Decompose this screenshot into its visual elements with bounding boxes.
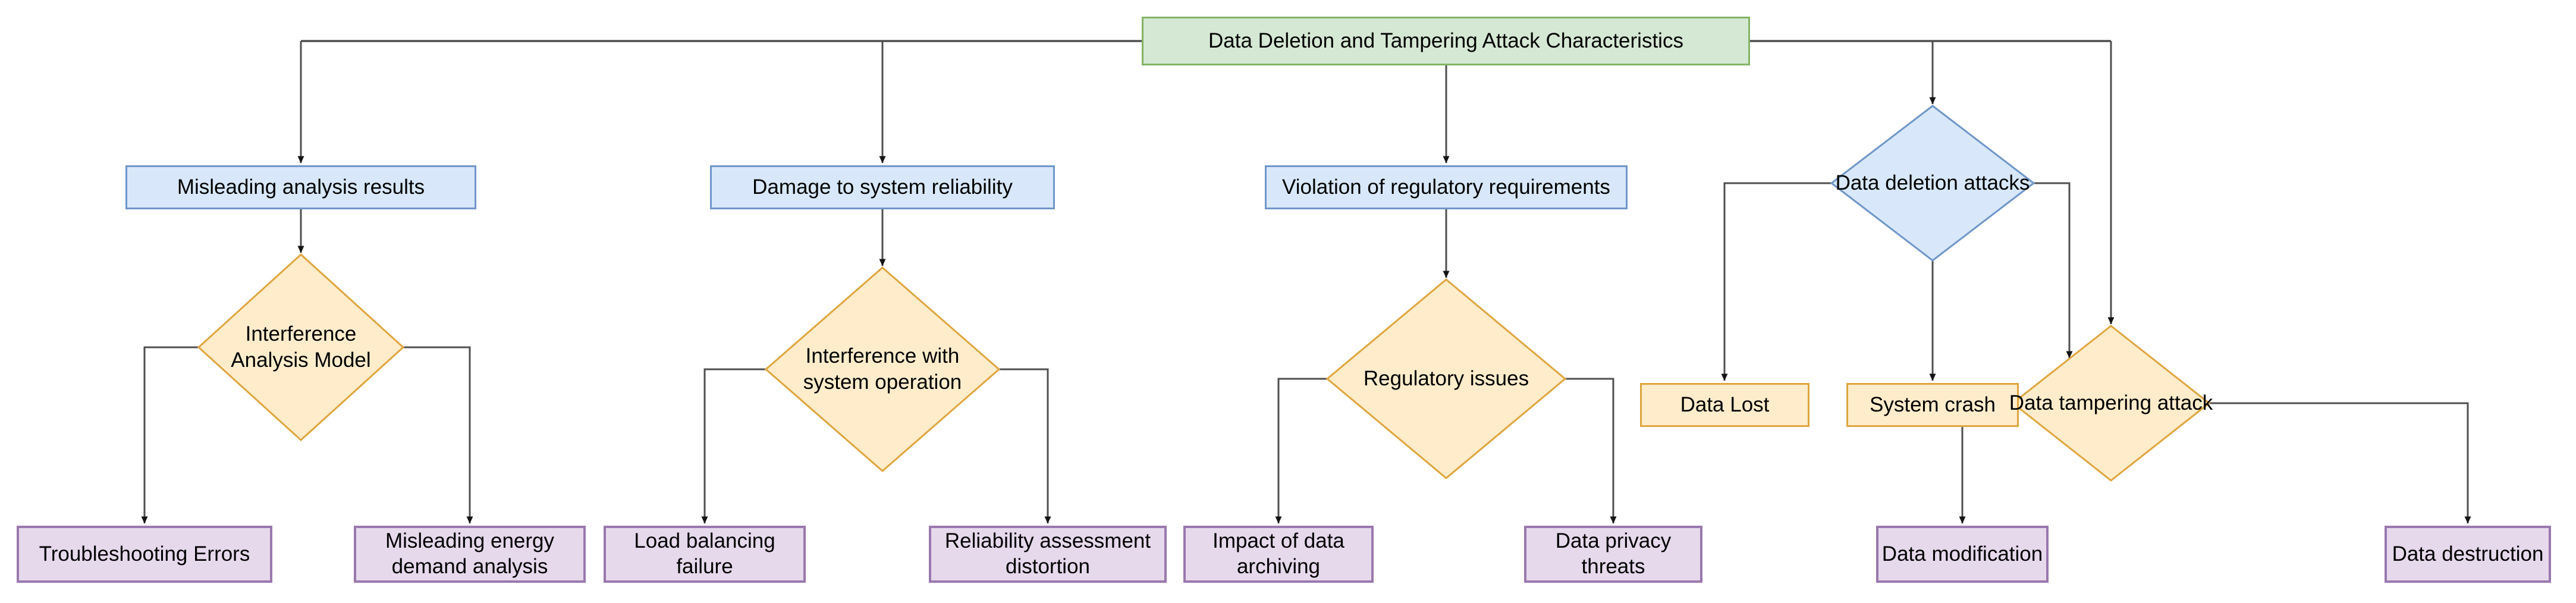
node-data-lost: Data Lost [1640,383,1810,427]
node-violation-of-regulatory-requirements: Violation of regulatory requirements [1265,165,1628,209]
label-interference-analysis-model: Interference Analysis Model [231,322,371,372]
label-data-tampering-attack: Data tampering attack [2009,391,2213,415]
node-data-modification: Data modification [1876,526,2049,583]
regulatory-issues-diamond [1325,278,1567,479]
node-damage-to-system-reliability: Damage to system reliability [710,165,1055,209]
edge-deletion-to-tampering [2034,182,2073,359]
label-regulatory-issues: Regulatory issues [1363,367,1529,391]
node-misleading-energy-demand-analysis: Misleading energy demand analysis [354,526,586,583]
node-troubleshooting-errors: Troubleshooting Errors [17,526,272,583]
edge-deletion-to-lost [1721,182,1832,381]
node-impact-of-data-archiving: Impact of data archiving [1183,526,1374,583]
data-tampering-attack-diamond [2011,325,2211,482]
node-misleading-analysis-results: Misleading analysis results [125,165,476,209]
data-deletion-attacks-diamond [1830,105,2035,262]
node-root: Data Deletion and Tampering Attack Chara… [1142,17,1750,65]
interference-analysis-model-diamond [197,253,405,442]
label-data-deletion-attacks: Data deletion attacks [1835,171,2030,195]
node-data-destruction: Data destruction [2385,526,2551,583]
edge-operation-to-load [701,368,766,524]
node-system-crash: System crash [1846,383,2019,427]
interference-system-operation-diamond [764,266,1001,472]
edge-issues-to-archiving [1275,378,1327,524]
label-interference-system-operation: Interference with system operation [803,344,962,394]
node-reliability-assessment-distortion: Reliability assessment distortion [929,526,1167,583]
edge-model-to-troubleshooting [141,346,199,524]
edge-model-to-energy [403,346,473,524]
node-load-balancing-failure: Load balancing failure [604,526,806,583]
edge-tampering-to-destruction [2209,402,2471,524]
node-data-privacy-threats: Data privacy threats [1524,526,1702,583]
edge-operation-to-assessment [999,368,1051,524]
edge-issues-to-privacy [1565,378,1617,524]
